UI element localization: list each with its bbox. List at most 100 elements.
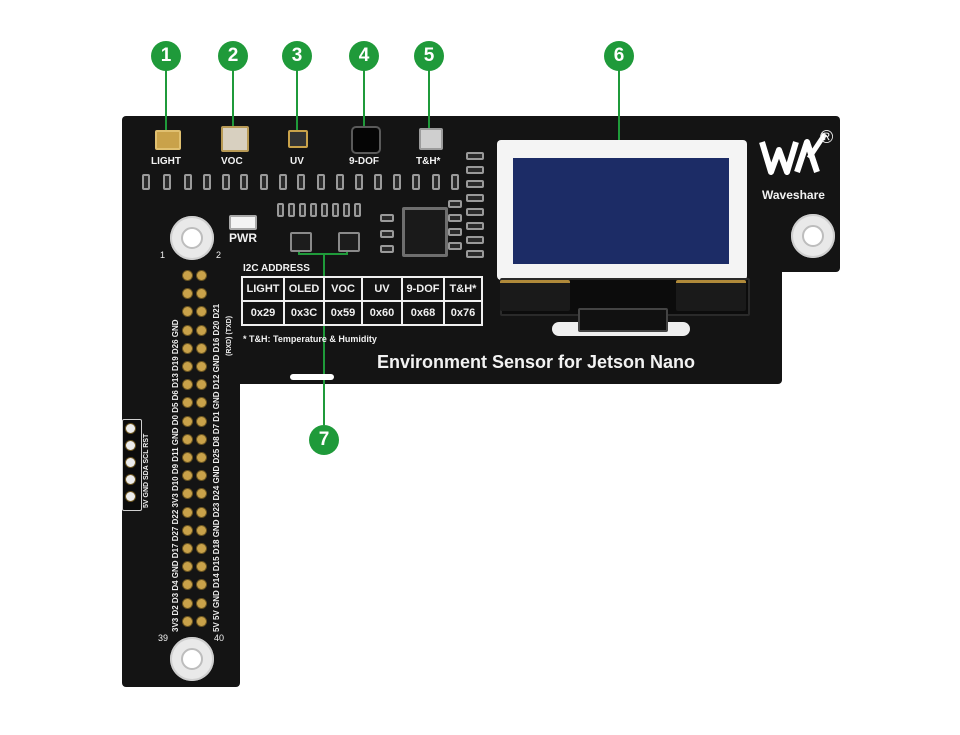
header-pin-label-2: 2: [216, 250, 222, 260]
oled-display-screen: [513, 158, 729, 264]
resistor: [260, 174, 268, 190]
gpio-pin: [197, 544, 206, 553]
gpio-pin: [183, 525, 192, 535]
resistor: [374, 174, 382, 190]
side-connector-pin: [126, 475, 135, 484]
resistor: [288, 203, 295, 217]
leader-line-2: [232, 70, 234, 130]
sensor-label-light: LIGHT: [151, 156, 181, 167]
gpio-pin: [197, 416, 206, 426]
resistor: [380, 214, 394, 222]
gpio-pin: [197, 580, 206, 590]
resistor: [466, 166, 484, 174]
mounting-hole-right: [791, 214, 835, 258]
gpio-pin: [197, 271, 206, 280]
gpio-pin: [183, 471, 192, 481]
resistor: [163, 174, 171, 190]
side-connector-pin: [126, 492, 135, 501]
i2c-header-cell: T&H*: [443, 276, 483, 302]
header-pin-label-40: 40: [214, 633, 225, 643]
leader-line-7: [323, 253, 325, 425]
i2c-address-table: LIGHT OLED VOC UV 9-DOF T&H* 0x29 0x3C 0…: [241, 276, 483, 326]
resistor: [332, 203, 339, 217]
uv-sensor-chip: [288, 130, 308, 148]
i2c-value-cell: 0x76: [443, 300, 483, 326]
brand-registered-mark: ®: [820, 127, 834, 147]
i2c-header-cell: OLED: [283, 276, 325, 302]
nine-dof-sensor-chip: [351, 126, 381, 154]
gpio-pin: [183, 489, 192, 499]
mounting-hole-bottom: [170, 637, 214, 681]
gpio-pin: [183, 325, 192, 335]
header-pin-label-1: 1: [160, 250, 166, 260]
resistor: [451, 174, 459, 190]
resistor: [336, 174, 344, 190]
gpio-pin: [197, 325, 206, 335]
gpio-pin: [197, 380, 206, 390]
uart-label: (RXD) (TXD): [226, 315, 233, 356]
resistor: [466, 236, 484, 244]
gpio-pin: [183, 580, 192, 590]
power-led: [229, 215, 257, 230]
side-connector-pin: [126, 441, 135, 450]
marker-3: 3: [282, 41, 312, 71]
leader-line-3: [296, 70, 298, 132]
resistor: [448, 228, 462, 236]
light-sensor-chip: [155, 130, 181, 150]
gpio-pin: [183, 434, 192, 444]
sensor-label-th: T&H*: [416, 156, 441, 167]
i2c-header-cell: LIGHT: [241, 276, 285, 302]
resistor: [448, 242, 462, 250]
gpio-pin: [197, 343, 206, 353]
header-pin-label-39: 39: [158, 633, 169, 643]
resistor: [448, 200, 462, 208]
level-shifter-chip: [290, 232, 312, 252]
marker-4: 4: [349, 41, 379, 71]
gpio-pin: [183, 380, 192, 390]
gpio-pin: [183, 271, 192, 280]
i2c-footnote: * T&H: Temperature & Humidity: [243, 334, 377, 344]
gpio-pin: [183, 598, 192, 608]
i2c-value-cell: 0x68: [401, 300, 445, 326]
regulator-chip: [402, 207, 448, 257]
gpio-pin: [183, 398, 192, 408]
sensor-label-uv: UV: [290, 156, 304, 167]
gpio-pin: [183, 544, 192, 553]
gpio-pin: [183, 562, 192, 572]
marker-7: 7: [309, 425, 339, 455]
i2c-value-cell: 0x60: [361, 300, 403, 326]
side-connector-label: 5V GND SDA SCL RST: [143, 433, 150, 508]
brand-name: Waveshare: [762, 188, 825, 202]
resistor: [142, 174, 150, 190]
resistor: [466, 250, 484, 258]
marker-6: 6: [604, 41, 634, 71]
gpio-pin: [183, 362, 192, 371]
pwr-label: PWR: [229, 231, 257, 245]
resistor: [448, 214, 462, 222]
gpio-pin: [197, 489, 206, 499]
resistor: [412, 174, 420, 190]
gpio-pin: [197, 616, 206, 626]
gpio-pin: [197, 307, 206, 317]
marker-5: 5: [414, 41, 444, 71]
resistor: [466, 180, 484, 188]
gpio-pin: [183, 453, 192, 462]
sensor-label-9dof: 9-DOF: [349, 156, 379, 167]
i2c-address-title: I2C ADDRESS: [243, 263, 310, 274]
leader-line-4: [363, 70, 365, 126]
oled-ribbon-tab-right: [676, 280, 746, 311]
resistor: [466, 222, 484, 230]
resistor: [297, 174, 305, 190]
resistor: [184, 174, 192, 190]
i2c-header-cell: 9-DOF: [401, 276, 445, 302]
side-connector-pin: [126, 458, 135, 467]
resistor: [466, 194, 484, 202]
gpio-pin: [183, 416, 192, 426]
gpio-pin: [197, 453, 206, 462]
level-shifter-chip: [338, 232, 360, 252]
resistor: [466, 152, 484, 160]
board-slot: [290, 374, 334, 380]
resistor: [317, 174, 325, 190]
resistor: [466, 208, 484, 216]
i2c-value-cell: 0x29: [241, 300, 285, 326]
